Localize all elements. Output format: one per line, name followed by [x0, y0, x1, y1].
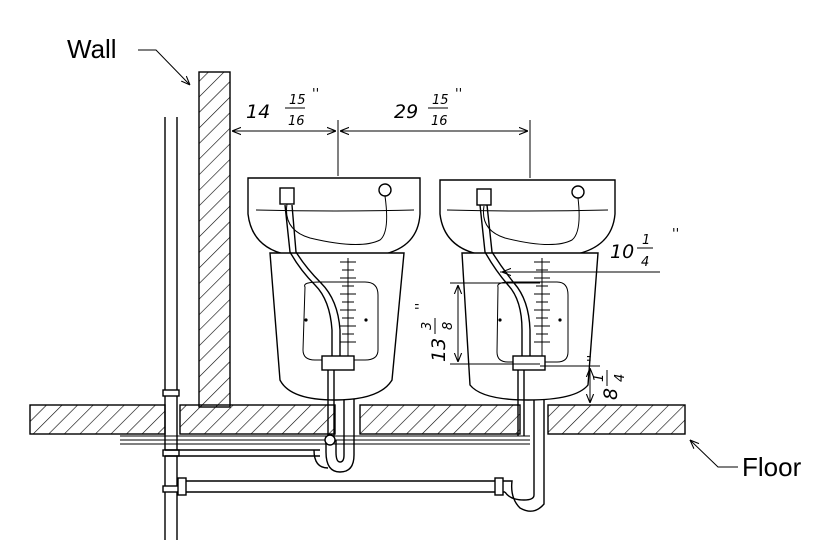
floor-label: Floor: [742, 452, 802, 482]
valve-left: [321, 355, 355, 371]
dimension-floor-clearance: 8 1 4 '': [540, 355, 628, 403]
dim-denominator: 8: [441, 322, 456, 330]
dim-denominator: 16: [431, 114, 448, 129]
dim-numerator: 15: [432, 93, 449, 108]
dim-inch-mark: '': [455, 87, 462, 102]
dim-whole: 14: [246, 101, 270, 123]
dim-numerator: 1: [642, 233, 650, 248]
supply-lines: [120, 435, 530, 457]
scale-ruler: [340, 258, 356, 360]
dim-whole: 10: [610, 241, 634, 263]
floor-slab: [29, 404, 686, 435]
valve-right: [512, 355, 546, 371]
drain-knob: [378, 183, 392, 197]
dim-numerator: 3: [420, 322, 435, 330]
dimension-valve-height: 13 3 8 '': [414, 282, 540, 365]
wall-callout: Wall: [67, 34, 190, 85]
drain-knob: [571, 185, 585, 199]
dimension-bowl-offset: 10 1 4 '': [500, 227, 679, 272]
drain-line: [177, 477, 505, 496]
sink-right: [439, 179, 616, 436]
wall: [198, 71, 231, 408]
faucet: [279, 187, 295, 205]
dim-whole: 29: [394, 101, 418, 123]
riser-pipes: [162, 117, 180, 540]
floor-callout: Floor: [690, 440, 802, 482]
dim-denominator: 4: [641, 255, 649, 270]
dimension-sink-spacing: 29 15 16 '': [340, 87, 531, 178]
p-trap-left: [313, 372, 355, 473]
dim-numerator: 15: [289, 93, 306, 108]
dimension-wall-to-sink: 14 15 16 '': [229, 87, 339, 176]
dim-denominator: 4: [613, 374, 628, 382]
dim-denominator: 16: [288, 114, 305, 129]
scale-ruler: [534, 258, 550, 360]
dim-inch-mark: '': [586, 355, 601, 362]
sink-left: [247, 177, 421, 436]
dim-whole: 8: [600, 388, 622, 400]
wall-label: Wall: [67, 34, 117, 64]
dim-inch-mark: '': [312, 87, 319, 102]
dim-whole: 13: [428, 338, 450, 362]
faucet: [476, 188, 492, 206]
dim-inch-mark: '': [672, 227, 679, 242]
dim-inch-mark: '': [414, 303, 429, 310]
dim-numerator: 1: [592, 374, 607, 382]
